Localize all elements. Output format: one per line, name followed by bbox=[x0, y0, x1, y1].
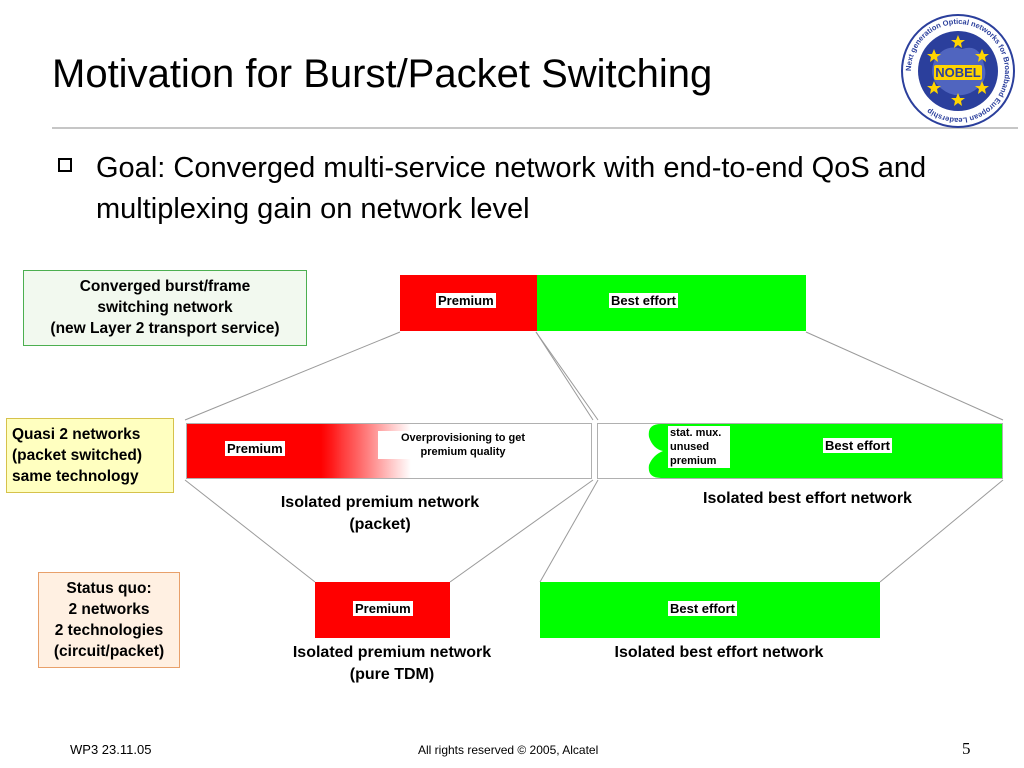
label-line: (packet switched) bbox=[12, 447, 143, 464]
converged-premium-segment: Premium bbox=[400, 275, 537, 331]
label-line: Quasi 2 networks bbox=[12, 426, 141, 443]
best-effort-tag: Best effort bbox=[823, 438, 893, 453]
label-line: Converged burst/frame bbox=[79, 278, 251, 295]
label-line: 2 technologies bbox=[54, 622, 164, 639]
page-number: 5 bbox=[962, 739, 971, 758]
status-quo-premium-caption: Isolated premium network (pure TDM) bbox=[262, 642, 522, 686]
quasi-premium-segment: Premium bbox=[187, 424, 321, 478]
caption-line: Isolated premium network bbox=[292, 644, 492, 661]
converged-network-label: Converged burst/frame switching network … bbox=[23, 270, 307, 346]
label-line: Status quo: bbox=[66, 580, 152, 597]
premium-tag: Premium bbox=[225, 441, 285, 456]
premium-tag: Premium bbox=[436, 293, 496, 308]
label-line: switching network bbox=[97, 299, 233, 316]
logo-name: NOBEL bbox=[935, 65, 981, 80]
statmux-wave-shape bbox=[648, 424, 1002, 478]
converged-best-effort-segment: Best effort bbox=[537, 275, 806, 331]
quasi-premium-caption: Isolated premium network (packet) bbox=[240, 492, 520, 536]
statmux-note: stat. mux. unused premium bbox=[668, 426, 730, 468]
overprovisioning-note: Overprovisioning to get premium quality bbox=[378, 431, 548, 459]
title-divider bbox=[52, 127, 1018, 129]
status-quo-label: Status quo: 2 networks 2 technologies (c… bbox=[38, 572, 180, 668]
note-line: premium quality bbox=[420, 446, 506, 458]
goal-bullet: Goal: Converged multi-service network wi… bbox=[96, 152, 927, 225]
label-line: (new Layer 2 transport service) bbox=[50, 320, 280, 337]
label-line: same technology bbox=[12, 468, 139, 485]
label-line: (circuit/packet) bbox=[53, 643, 165, 660]
caption-line: Isolated premium network bbox=[280, 494, 480, 511]
status-quo-premium-bar: Premium bbox=[315, 582, 450, 638]
best-effort-tag: Best effort bbox=[668, 601, 738, 616]
nobel-logo: Next generation Optical networks for Bro… bbox=[901, 14, 1015, 128]
status-quo-best-effort-caption: Isolated best effort network bbox=[614, 644, 824, 661]
slide-title: Motivation for Burst/Packet Switching bbox=[52, 52, 713, 96]
premium-tag: Premium bbox=[353, 601, 413, 616]
note-line: premium bbox=[670, 455, 717, 467]
checkbox-bullet-icon bbox=[58, 158, 72, 172]
label-line: 2 networks bbox=[68, 601, 150, 618]
footer-date: WP3 23.11.05 bbox=[70, 742, 152, 757]
footer-copyright: All rights reserved © 2005, Alcatel bbox=[418, 743, 599, 757]
caption-line: (packet) bbox=[349, 516, 411, 533]
caption-line: (pure TDM) bbox=[349, 666, 435, 683]
note-line: stat. mux. bbox=[670, 427, 722, 439]
note-line: unused bbox=[670, 441, 710, 453]
status-quo-best-effort-bar: Best effort bbox=[540, 582, 880, 638]
quasi-networks-label: Quasi 2 networks (packet switched) same … bbox=[6, 418, 174, 493]
note-line: Overprovisioning to get bbox=[400, 432, 526, 444]
best-effort-tag: Best effort bbox=[609, 293, 679, 308]
quasi-best-effort-caption: Isolated best effort network bbox=[703, 490, 912, 507]
